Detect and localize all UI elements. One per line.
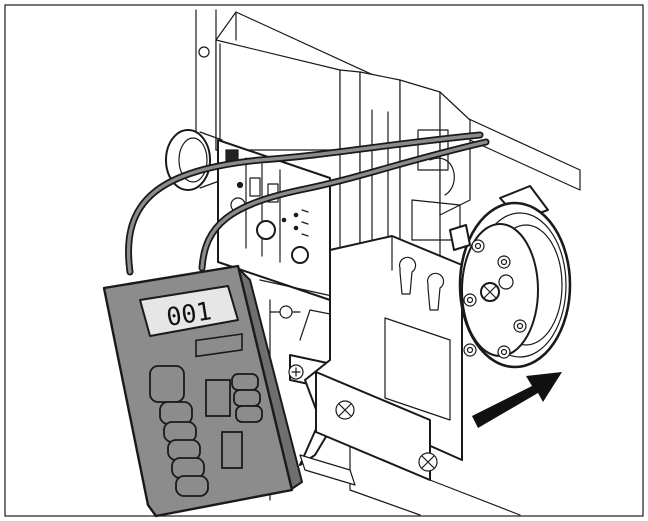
label-area	[384, 317, 451, 421]
screw-icon	[279, 305, 293, 319]
multimeter-icon: 001	[102, 264, 303, 518]
figure-frame	[4, 4, 644, 517]
arrow-right-icon	[472, 372, 562, 428]
control-knob	[291, 246, 309, 264]
pressure-valve	[449, 185, 572, 369]
meter-buttons	[149, 365, 263, 497]
appliance-housing	[165, 9, 581, 261]
multimeter-display	[139, 285, 239, 337]
meter-reading: 001	[164, 296, 213, 332]
control-knob	[256, 220, 276, 240]
mounting-bracket	[299, 235, 521, 516]
screw-icon	[198, 46, 210, 58]
test-lead-icon	[125, 131, 490, 276]
keyhole-slot	[426, 272, 445, 311]
keyhole-slot	[398, 256, 417, 295]
